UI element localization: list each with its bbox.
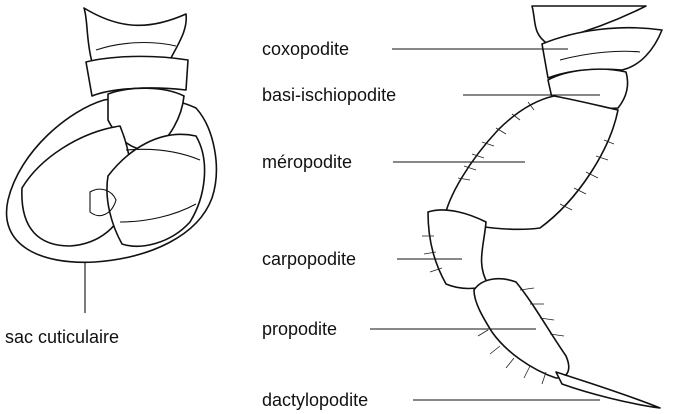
label-coxopodite: coxopodite (262, 39, 349, 59)
label-dactylopodite: dactylopodite (262, 390, 368, 410)
regenerating-limb-figure: sac cuticulaire (5, 8, 216, 347)
label-sac-cuticulaire: sac cuticulaire (5, 327, 119, 347)
meropodite-segment (444, 96, 618, 229)
label-basi-ischiopodite: basi-ischiopodite (262, 85, 396, 105)
label-carpopodite: carpopodite (262, 249, 356, 269)
dactylopodite-segment (556, 372, 660, 408)
leg-figure: coxopodite basi-ischiopodite méropodite … (262, 6, 662, 410)
carpopodite-segment (428, 210, 488, 289)
label-meropodite: méropodite (262, 152, 352, 172)
label-propodite: propodite (262, 319, 337, 339)
propodite-segment (474, 279, 569, 378)
left-body-stump (84, 8, 186, 62)
